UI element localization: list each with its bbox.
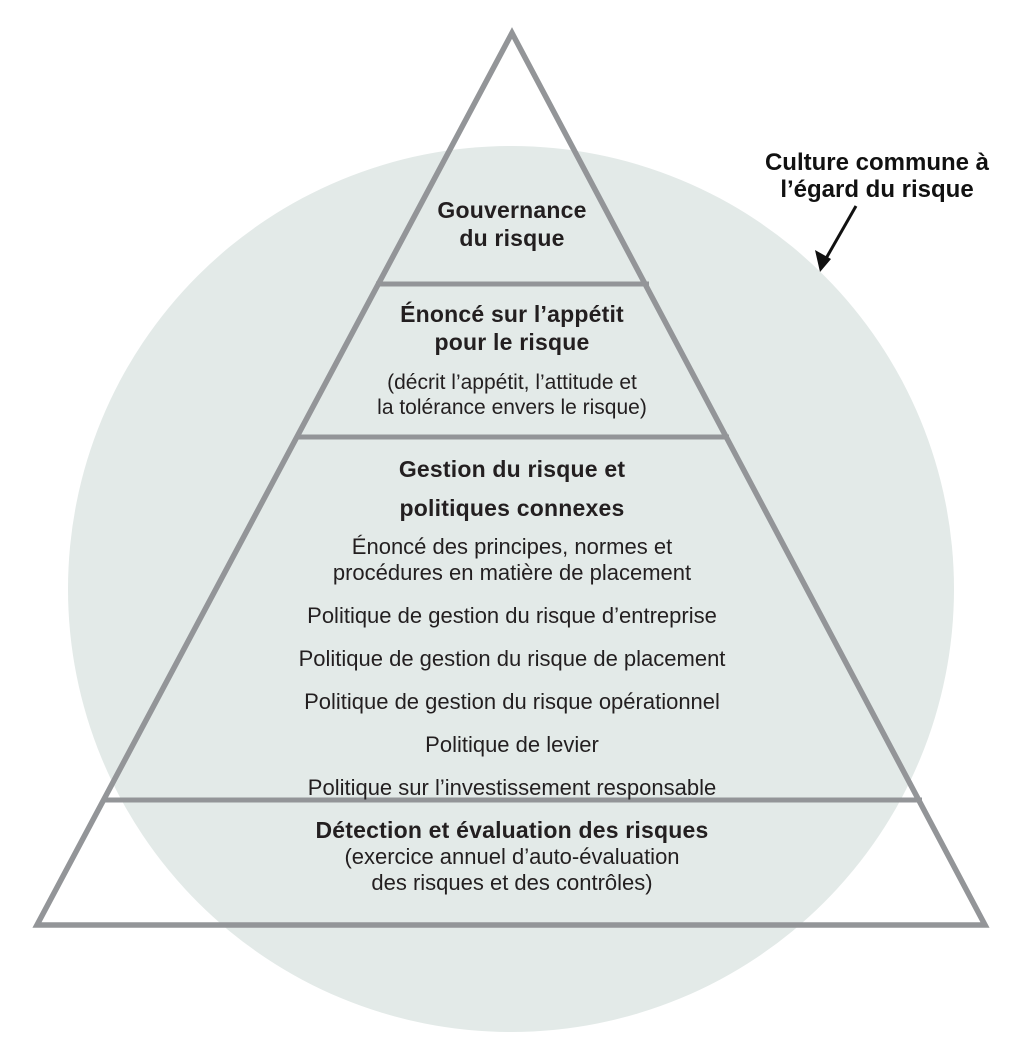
policy-item-responsible-investment: Politique sur l’investissement responsab… [307, 775, 717, 800]
policy-list: Énoncé des principes, normes et procédur… [162, 534, 862, 801]
level-risk-detection-title: Détection et évaluation des risques [315, 817, 709, 843]
level-risk-appetite-subtitle: (décrit l’appétit, l’attitude et la tolé… [262, 370, 762, 420]
level-governance: Gouvernance du risque [312, 196, 712, 252]
level-governance-title-line1: Gouvernance [437, 197, 587, 223]
level-risk-detection: Détection et évaluation des risques (exe… [212, 817, 812, 896]
annotation-arrow [815, 205, 858, 272]
level-risk-detection-subtitle-line1: (exercice annuel d’auto-évaluation [344, 844, 680, 869]
level-risk-management-title-line2: politiques connexes [399, 495, 625, 521]
level-risk-appetite: Énoncé sur l’appétit pour le risque (déc… [262, 300, 762, 420]
level-risk-appetite-subtitle-line1: (décrit l’appétit, l’attitude et [387, 371, 637, 394]
level-risk-management-policies: Gestion du risque et politiques connexes… [162, 456, 862, 801]
policy-item-investment-principles: Énoncé des principes, normes et procédur… [332, 534, 692, 585]
level-risk-appetite-title-line2: pour le risque [434, 329, 590, 355]
level-risk-appetite-subtitle-line2: la tolérance envers le risque) [377, 396, 647, 419]
policy-item-operational-risk: Politique de gestion du risque opération… [304, 689, 720, 714]
annotation-label-line2: l’égard du risque [780, 176, 974, 203]
level-risk-detection-subtitle-line2: des risques et des contrôles) [371, 870, 653, 895]
level-risk-detection-subtitle: (exercice annuel d’auto-évaluation des r… [212, 844, 812, 896]
policy-item-enterprise-risk: Politique de gestion du risque d’entrepr… [307, 603, 717, 628]
level-risk-appetite-title-line1: Énoncé sur l’appétit [400, 301, 624, 327]
level-governance-title-line2: du risque [459, 225, 565, 251]
annotation-label: Culture commune à l’égard du risque [732, 149, 1022, 203]
level-risk-management-title-line1: Gestion du risque et [398, 456, 626, 482]
annotation-label-line1: Culture commune à [764, 149, 990, 176]
policy-item-investment-risk: Politique de gestion du risque de placem… [298, 646, 726, 671]
policy-item-leverage: Politique de levier [425, 732, 599, 757]
